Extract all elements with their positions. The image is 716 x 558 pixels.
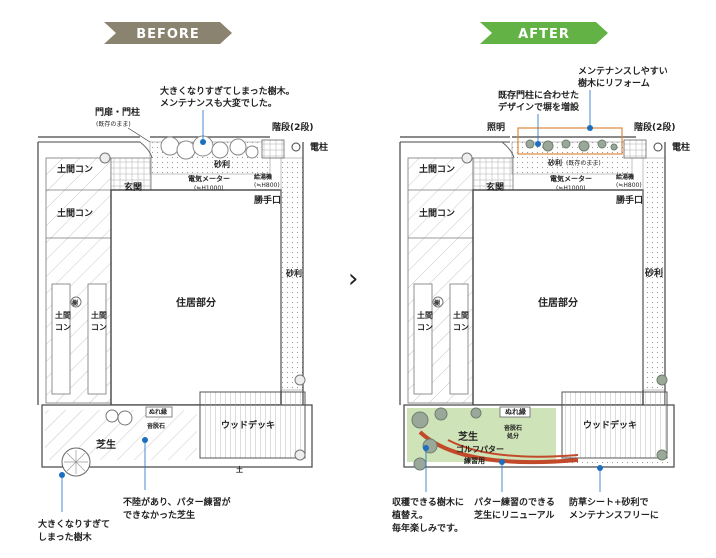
after-utility-pole-label: 電柱	[672, 141, 690, 153]
golf-putter-label: ゴルフパター	[456, 444, 504, 454]
water-heater-label: 給湯機	[254, 173, 272, 181]
transition-arrow-icon: ›	[348, 264, 358, 294]
concrete-label-4b: コン	[91, 323, 107, 332]
before-badge: BEFORE	[104, 22, 232, 44]
overgrown-tree-note-line2: メンテナンスも大変でした。	[160, 97, 277, 109]
house-label: 住居部分	[176, 296, 216, 309]
house-footprint	[110, 189, 282, 406]
after-badge-label: AFTER	[518, 27, 570, 42]
after-water-heater-sub-label: (≒H800)	[616, 182, 642, 189]
wood-deck	[199, 391, 306, 459]
after-steps-label: 階段(2段)	[634, 121, 676, 133]
after-tree-mark-label: 樹	[434, 299, 440, 307]
gravel-side-label: 砂利	[285, 268, 302, 278]
gravel-top-label: 砂利	[213, 159, 230, 169]
wall-note-line1: 既存門柱に合わせた	[498, 89, 579, 101]
tree-note-line1: 大きくなりすぎて	[38, 518, 110, 530]
after-concrete-label-2: 土間コン	[419, 207, 455, 219]
sheet-note-line2: メンテナンスフリーに	[569, 510, 659, 521]
tree-note-line2: しまった樹木	[38, 531, 93, 543]
after-concrete-label-3a: 土間	[417, 310, 433, 320]
concrete-label-3a: 土間	[55, 310, 71, 320]
after-shoe-stone-label: 沓脱石	[503, 424, 522, 432]
meter-label: 電気メーター	[188, 174, 230, 183]
concrete-label-2: 土間コン	[57, 207, 93, 219]
meter-sub-label: (≒H1000)	[194, 185, 224, 192]
utility-pole-label: 電柱	[310, 141, 328, 153]
after-wood-deck-label: ウッドデッキ	[583, 419, 637, 431]
concrete-label-1: 土間コン	[57, 163, 93, 175]
soil-label: 土	[236, 465, 243, 474]
harvest-note-line3: 毎年楽しみです。	[392, 522, 463, 534]
sheet-note-line1: 防草シート+砂利で	[569, 496, 649, 508]
after-concrete-label-3b: コン	[417, 323, 433, 332]
wall-note-line2: デザインで塀を増設	[498, 101, 580, 113]
after-gravel-side-label: 砂利	[645, 267, 663, 279]
shoe-stone-label: 沓脱石	[146, 422, 165, 430]
concrete-label-4a: 土間	[91, 310, 107, 320]
after-veranda-label: ぬれ縁	[505, 407, 526, 416]
harvest-note-line2: 植替え。	[391, 509, 428, 521]
after-entrance-label: 玄関	[486, 181, 504, 193]
lawn-note-line1: 不陸があり、パター練習が	[123, 496, 232, 508]
after-kitchen-door-label: 勝手口	[616, 194, 643, 206]
lawn-label: 芝生	[96, 438, 116, 451]
after-meter-label: 電気メーター	[550, 174, 592, 183]
harvest-note-line1: 収穫できる樹木に	[392, 496, 464, 508]
putter-note-line1: パター練習のできる	[474, 496, 555, 508]
after-concrete-label-1: 土間コン	[419, 163, 455, 175]
after-plan: メンテナンスしやすい 樹木にリフォーム 既存門柱に合わせた デザインで塀を増設 …	[391, 66, 690, 534]
after-house-label: 住居部分	[538, 296, 578, 309]
after-gravel-top-sub-label: (既存のまま)	[566, 159, 601, 167]
overgrown-shrub-top	[160, 135, 259, 160]
maintenance-note-line1: メンテナンスしやすい	[578, 66, 668, 77]
concrete-label-3b: コン	[55, 323, 71, 332]
entrance-label: 玄関	[124, 181, 142, 193]
kitchen-door-label: 勝手口	[254, 194, 281, 206]
after-badge: AFTER	[480, 22, 608, 44]
after-shoe-stone-removed-label: 処分	[506, 432, 519, 440]
before-badge-label: BEFORE	[136, 27, 200, 42]
after-meter-sub-label: (≒H1000)	[556, 185, 586, 192]
maintenance-note-line2: 樹木にリフォーム	[578, 77, 650, 89]
gate-label: 門扉・門柱	[95, 106, 140, 118]
after-concrete-label-4b: コン	[453, 323, 469, 332]
wood-deck-label: ウッドデッキ	[221, 419, 275, 431]
putter-note-line2: 芝生にリニューアル	[474, 509, 555, 521]
steps-label: 階段(2段)	[272, 121, 314, 133]
light-label: 照明	[487, 122, 505, 133]
before-plan: 門扉・門柱 (既存のまま) 大きくなりすぎてしまった樹木。 メンテナンスも大変で…	[37, 85, 328, 543]
after-water-heater-label: 給湯機	[616, 173, 634, 181]
water-heater-sub-label: (≒H800)	[254, 182, 280, 189]
after-gravel-top-label: 砂利	[548, 158, 562, 167]
after-lawn-label: 芝生	[458, 430, 478, 443]
renovation-highlight-box	[517, 127, 623, 155]
new-shrub-row	[525, 139, 618, 152]
golf-putter-sub-label: 練習用	[464, 456, 485, 465]
tree-mark-label: 樹	[72, 299, 78, 307]
gate-sub-label: (既存のまま)	[96, 120, 131, 128]
lawn-note-line2: できなかった芝生	[123, 509, 195, 521]
veranda-label: ぬれ縁	[149, 408, 167, 416]
overgrown-tree-note-line1: 大きくなりすぎてしまった樹木。	[160, 85, 295, 97]
after-concrete-label-4a: 土間	[453, 310, 469, 320]
